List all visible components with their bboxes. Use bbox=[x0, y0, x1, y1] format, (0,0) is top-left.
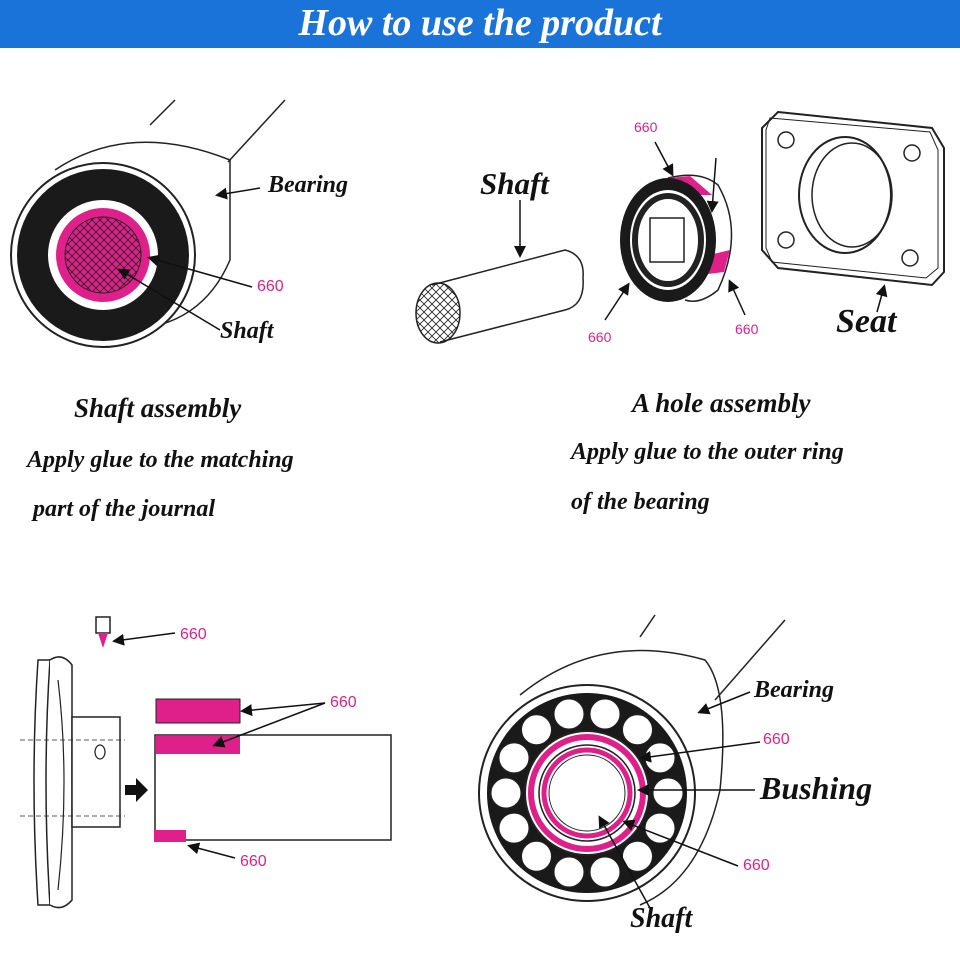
hole-assembly-heading: A hole assembly bbox=[632, 388, 811, 418]
roller bbox=[622, 840, 653, 872]
roller bbox=[490, 777, 522, 809]
bushing-figure bbox=[478, 614, 786, 909]
shaft-end bbox=[64, 216, 142, 294]
hole-assembly-instruction-2: of the bearing bbox=[571, 489, 710, 515]
shaft-label: Shaft bbox=[480, 166, 549, 201]
roller bbox=[622, 714, 653, 746]
seat-label: Seat bbox=[836, 303, 897, 340]
glue-strip-top bbox=[155, 698, 241, 724]
glue-code-label: 660 bbox=[588, 329, 612, 345]
roller bbox=[498, 742, 530, 774]
hole-assembly-instruction-1: Apply glue to the outer ring bbox=[571, 439, 844, 465]
pulley-figure bbox=[20, 616, 392, 909]
roller bbox=[652, 777, 684, 809]
shaft-assembly-instruction-2: part of the journal bbox=[33, 496, 216, 522]
shaft-assembly-instruction-1: Apply glue to the matching bbox=[27, 447, 294, 473]
bushing-label: Bushing bbox=[760, 770, 873, 806]
glue-code-label: 660 bbox=[240, 853, 267, 870]
glue-code-label: 660 bbox=[180, 626, 207, 643]
glue-strip-bottom bbox=[154, 830, 186, 842]
shaft-label: Shaft bbox=[630, 903, 693, 934]
hole-assembly-figure bbox=[415, 110, 945, 344]
shaft-assembly-heading: Shaft assembly bbox=[74, 393, 242, 423]
glue-code-label: 660 bbox=[330, 694, 357, 711]
shaft-assembly-figure bbox=[10, 99, 286, 348]
roller bbox=[644, 742, 676, 774]
shaft-end-face bbox=[415, 282, 461, 344]
bushing-glue-inner bbox=[541, 747, 633, 839]
roller bbox=[553, 698, 585, 730]
roller bbox=[589, 856, 621, 888]
shaft-label: Shaft bbox=[220, 318, 274, 344]
glue-code-label: 660 bbox=[763, 731, 790, 748]
glue-code-label: 660 bbox=[735, 321, 759, 337]
glue-code-label: 660 bbox=[257, 278, 284, 295]
banner-title: How to use the product bbox=[0, 0, 960, 48]
roller bbox=[498, 812, 530, 844]
glue-code-label: 660 bbox=[634, 119, 658, 135]
roller bbox=[553, 856, 585, 888]
roller bbox=[589, 698, 621, 730]
glue-code-label: 660 bbox=[743, 857, 770, 874]
bearing-label: Bearing bbox=[754, 677, 835, 703]
roller bbox=[521, 714, 552, 746]
roller bbox=[644, 812, 676, 844]
roller bbox=[521, 840, 552, 872]
bearing-label: Bearing bbox=[268, 172, 349, 198]
glue-strip-sleeve bbox=[156, 736, 240, 754]
